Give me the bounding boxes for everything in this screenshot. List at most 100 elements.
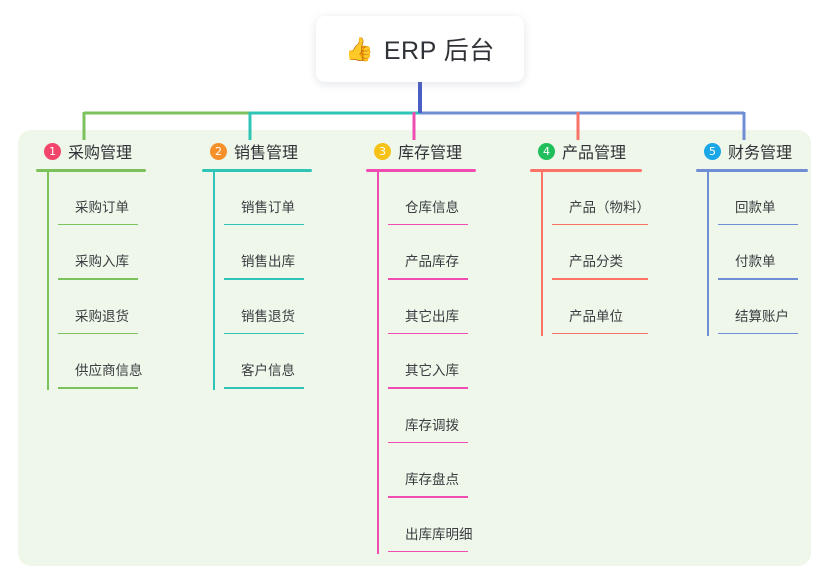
- leaf-underline: [58, 278, 138, 280]
- leaf-item[interactable]: 库存盘点: [366, 445, 476, 500]
- leaf-item[interactable]: 销售退货: [202, 281, 312, 336]
- leaf-list-1: 采购订单采购入库采购退货供应商信息: [36, 172, 146, 390]
- leaf-label: 销售退货: [241, 308, 295, 324]
- branch-title-1: 采购管理: [68, 145, 133, 162]
- branch-title-2: 销售管理: [234, 145, 299, 162]
- branch-header-1[interactable]: 1 采购管理: [36, 138, 146, 164]
- leaf-item[interactable]: 采购入库: [36, 227, 146, 282]
- leaf-list-2: 销售订单销售出库销售退货客户信息: [202, 172, 312, 390]
- branches-panel: [18, 130, 811, 566]
- leaf-underline: [58, 332, 138, 335]
- branch-title-3: 库存管理: [398, 145, 463, 162]
- leaf-underline: [388, 550, 468, 553]
- leaf-label: 产品分类: [569, 254, 623, 269]
- leaf-underline: [224, 278, 304, 280]
- leaf-underline: [718, 223, 798, 226]
- leaf-label: 出库库明细: [405, 526, 473, 542]
- leaf-item[interactable]: 供应商信息: [36, 336, 146, 391]
- leaf-item[interactable]: 销售订单: [202, 172, 312, 227]
- leaf-label: 结算账户: [735, 308, 789, 324]
- leaf-underline: [58, 387, 138, 389]
- leaf-label: 采购退货: [75, 308, 129, 324]
- root-node[interactable]: 👍 ERP 后台: [316, 16, 524, 82]
- leaf-item[interactable]: 产品单位: [530, 281, 650, 336]
- leaf-underline: [58, 223, 138, 226]
- leaf-label: 销售出库: [241, 254, 295, 269]
- branch-underline-2: [202, 169, 312, 172]
- branch-column-2: 2 销售管理销售订单销售出库销售退货客户信息: [202, 138, 312, 390]
- leaf-label: 其它入库: [405, 363, 459, 378]
- leaf-item[interactable]: 产品分类: [530, 227, 650, 282]
- leaf-spine-1: [47, 172, 49, 390]
- branch-underline-1: [36, 169, 146, 172]
- leaf-item[interactable]: 结算账户: [696, 281, 808, 336]
- leaf-list-4: 产品（物料） 产品分类产品单位: [530, 172, 650, 336]
- leaf-item[interactable]: 其它出库: [366, 281, 476, 336]
- leaf-label: 销售订单: [241, 199, 295, 215]
- leaf-label: 回款单: [735, 199, 776, 215]
- leaf-label: 产品（物料）: [569, 199, 650, 215]
- leaf-item[interactable]: 采购订单: [36, 172, 146, 227]
- leaf-item[interactable]: 库存调拨: [366, 390, 476, 445]
- leaf-label: 库存盘点: [405, 472, 459, 487]
- leaf-list-3: 仓库信息产品库存其它出库其它入库库存调拨库存盘点出库库明细: [366, 172, 476, 554]
- leaf-underline: [224, 223, 304, 226]
- leaf-underline: [388, 223, 468, 226]
- branch-title-5: 财务管理: [728, 145, 793, 162]
- leaf-label: 采购入库: [75, 254, 129, 269]
- branch-badge-4: 4: [538, 142, 555, 160]
- leaf-item[interactable]: 其它入库: [366, 336, 476, 391]
- leaf-label: 客户信息: [241, 363, 295, 378]
- leaf-underline: [224, 332, 304, 335]
- leaf-item[interactable]: 销售出库: [202, 227, 312, 282]
- branch-header-2[interactable]: 2 销售管理: [202, 138, 312, 164]
- leaf-underline: [388, 441, 468, 444]
- leaf-underline: [718, 332, 798, 335]
- branch-badge-1: 1: [44, 142, 61, 160]
- leaf-underline: [388, 278, 468, 280]
- leaf-list-5: 回款单付款单结算账户: [696, 172, 808, 336]
- branch-title-4: 产品管理: [562, 145, 627, 162]
- branch-header-5[interactable]: 5 财务管理: [696, 138, 808, 164]
- branch-badge-2: 2: [210, 142, 227, 160]
- leaf-item[interactable]: 付款单: [696, 227, 808, 282]
- leaf-label: 供应商信息: [75, 363, 143, 378]
- leaf-item[interactable]: 产品（物料）: [530, 172, 650, 227]
- leaf-underline: [388, 387, 468, 389]
- leaf-spine-2: [213, 172, 215, 390]
- leaf-underline: [718, 278, 798, 280]
- leaf-label: 产品单位: [569, 308, 623, 324]
- branch-underline-3: [366, 169, 476, 172]
- leaf-label: 产品库存: [405, 254, 459, 269]
- branch-column-1: 1 采购管理采购订单采购入库采购退货供应商信息: [36, 138, 146, 390]
- leaf-spine-3: [377, 172, 379, 554]
- leaf-underline: [552, 332, 648, 335]
- leaf-item[interactable]: 产品库存: [366, 227, 476, 282]
- leaf-label: 库存调拨: [405, 417, 459, 433]
- root-title: ERP 后台: [383, 37, 495, 65]
- branch-badge-3: 3: [374, 142, 391, 160]
- leaf-item[interactable]: 回款单: [696, 172, 808, 227]
- leaf-item[interactable]: 客户信息: [202, 336, 312, 391]
- leaf-underline: [224, 387, 304, 389]
- branch-header-3[interactable]: 3 库存管理: [366, 138, 476, 164]
- branch-column-4: 4 产品管理产品（物料） 产品分类产品单位: [530, 138, 650, 336]
- thumbs-up-icon: 👍: [345, 35, 374, 62]
- leaf-label: 采购订单: [75, 199, 129, 215]
- leaf-spine-4: [541, 172, 543, 336]
- leaf-item[interactable]: 采购退货: [36, 281, 146, 336]
- branch-column-3: 3 库存管理仓库信息产品库存其它出库其它入库库存调拨库存盘点出库库明细: [366, 138, 476, 554]
- branch-column-5: 5 财务管理回款单付款单结算账户: [696, 138, 808, 336]
- branch-underline-5: [696, 169, 808, 172]
- leaf-label: 其它出库: [405, 308, 459, 324]
- branch-header-4[interactable]: 4 产品管理: [530, 138, 650, 164]
- leaf-item[interactable]: 出库库明细: [366, 499, 476, 554]
- leaf-item[interactable]: 仓库信息: [366, 172, 476, 227]
- leaf-underline: [388, 496, 468, 498]
- leaf-label: 付款单: [735, 254, 776, 269]
- branch-underline-4: [530, 169, 642, 172]
- leaf-underline: [552, 223, 648, 226]
- branch-badge-5: 5: [704, 142, 721, 160]
